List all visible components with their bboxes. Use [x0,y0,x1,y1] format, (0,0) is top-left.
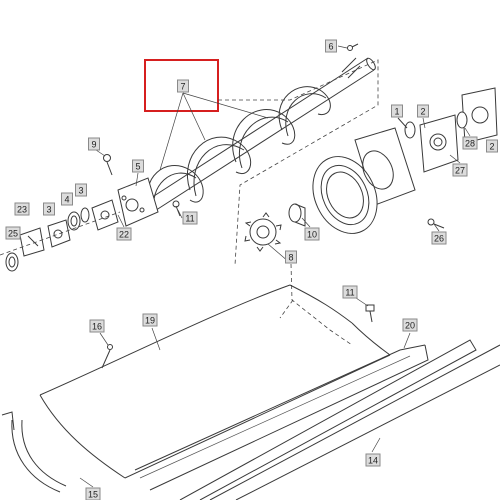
callout-number: 27 [455,166,465,176]
callout-box [452,163,468,177]
left-bearing-assembly [0,177,159,272]
callout-number: 9 [91,140,96,150]
drive-drum-assembly [312,127,416,234]
assembly-dashline-top [218,59,379,266]
trough-cover-19 [39,284,391,479]
callout-c11b: 11 [342,285,358,299]
callout-c14: 14 [365,453,381,467]
callout-box [142,313,158,327]
callout-box [304,227,320,241]
callout-box [43,202,55,216]
auger-shaft [139,57,376,215]
callout-c3: 3 [75,183,87,197]
auger-flighting [147,86,331,213]
callout-box [85,487,101,500]
bolt-11-lower [355,297,375,323]
callout-box [462,136,478,150]
callout-c28: 28 [462,136,478,150]
callout-c15: 15 [85,487,101,500]
callout-number: 8 [288,253,293,263]
callout-box [285,250,297,264]
misc-leaders [117,117,471,232]
callout-box [88,137,100,151]
callout-box [89,319,105,333]
pin-6 [337,43,359,51]
bolt-11-upper [172,200,183,219]
collar-10 [288,203,306,227]
callout-box [132,159,144,173]
callout-c9: 9 [88,137,100,151]
callout-c2b: 2 [486,139,498,153]
callout-number: 2 [489,142,494,152]
callout-box [5,226,21,240]
callout-number: 7 [180,82,185,92]
callout-number: 11 [185,214,194,224]
callout-7-leaders [159,92,269,171]
callout-box [486,139,498,153]
callout-c26: 26 [431,231,447,245]
bolt-16 [99,332,113,369]
callout-c2a: 2 [417,104,429,118]
callout-box [417,104,429,118]
callout-number: 5 [135,162,140,172]
callout-number: 6 [328,42,333,52]
trough-pan-20 [134,332,429,491]
callout-box [431,231,447,245]
callout-number: 3 [46,205,51,215]
callout-c23: 23 [14,202,30,216]
callout-number: 23 [17,205,27,215]
callout-box [391,104,403,118]
callout-number: 22 [119,230,129,240]
callout-c19: 19 [142,313,158,327]
callout-box [177,79,189,93]
callout-number: 14 [368,456,378,466]
callout-c4: 4 [61,192,73,206]
callout-c5: 5 [132,159,144,173]
callout-c16: 16 [89,319,105,333]
callout-c27: 27 [452,163,468,177]
callout-number: 10 [307,230,317,240]
callout-number: 1 [394,107,399,117]
end-plate-15 [1,411,94,493]
callout-c11a: 11 [182,211,198,225]
callout-number: 26 [434,234,444,244]
callout-box [402,318,418,332]
callout-number: 4 [64,195,69,205]
bearing-plate-right [397,87,498,229]
callout-number: 25 [8,229,18,239]
callout-c3b: 3 [43,202,55,216]
callout-number: 11 [345,288,354,298]
callout-c20: 20 [402,318,418,332]
callout-c25: 25 [5,226,21,240]
callout-c6: 6 [325,39,337,53]
callout-number: 3 [78,186,83,196]
callout-c8: 8 [285,250,297,264]
callout-box [342,285,358,299]
callout-box [182,211,198,225]
sprocket-8 [244,212,290,263]
highlight-box [144,59,219,112]
callout-number: 28 [465,139,475,149]
callout-number: 15 [88,490,98,500]
callout-number: 2 [420,107,425,117]
callout-box [75,183,87,197]
callout-c1: 1 [391,104,403,118]
callout-c22: 22 [116,227,132,241]
callout-box [14,202,30,216]
callout-c7: 7 [177,79,189,93]
callout-c10: 10 [304,227,320,241]
callout-box [325,39,337,53]
callout-number: 16 [92,322,102,332]
callout-box [365,453,381,467]
callout-number: 20 [405,321,415,331]
assembly-dashline-lower [279,263,353,346]
callout-box [61,192,73,206]
callout-box [116,227,132,241]
strip-14 [179,339,500,500]
callout-number: 19 [145,316,155,326]
bolt-9 [95,149,113,176]
